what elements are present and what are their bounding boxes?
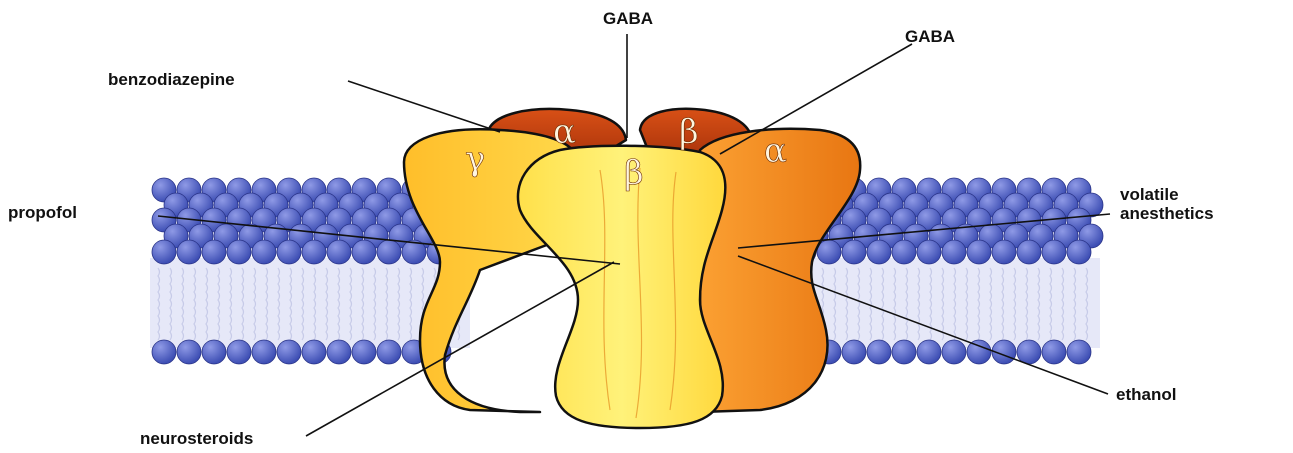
label-anesthetics: anesthetics <box>1120 204 1214 223</box>
label-gaba-right: GABA <box>905 27 955 46</box>
lipid-head <box>917 340 941 364</box>
lipid-head <box>917 240 941 264</box>
lipid-head <box>177 340 201 364</box>
lipid-head <box>227 340 251 364</box>
lipid-head <box>177 240 201 264</box>
beta-back-letter: β <box>679 112 699 152</box>
lipid-head <box>252 240 276 264</box>
label-neurosteroids: neurosteroids <box>140 429 253 448</box>
lipid-head <box>302 340 326 364</box>
beta-front-letter: β <box>624 153 644 193</box>
lipid-head <box>227 240 251 264</box>
lipid-head <box>277 340 301 364</box>
beta-front-subunit <box>518 146 725 428</box>
gamma-letter: γ <box>465 139 485 179</box>
lipid-head <box>1017 240 1041 264</box>
lipid-head <box>152 340 176 364</box>
lipid-head <box>867 240 891 264</box>
label-ethanol: ethanol <box>1116 385 1176 404</box>
lipid-head <box>202 240 226 264</box>
lipid-head <box>892 340 916 364</box>
alpha-left-letter: α <box>553 112 576 152</box>
lipid-head <box>302 240 326 264</box>
lipid-head <box>327 240 351 264</box>
lipid-head <box>842 240 866 264</box>
label-volatile: volatile <box>1120 185 1179 204</box>
label-propofol: propofol <box>8 203 77 222</box>
lipid-head <box>277 240 301 264</box>
lipid-head <box>352 240 376 264</box>
lipid-head <box>867 340 891 364</box>
lipid-head <box>327 340 351 364</box>
lipid-head <box>967 240 991 264</box>
lipid-head <box>1067 240 1091 264</box>
lipid-head <box>202 340 226 364</box>
lipid-head <box>842 340 866 364</box>
lipid-head <box>1042 240 1066 264</box>
lipid-head <box>942 340 966 364</box>
lipid-head <box>352 340 376 364</box>
lipid-head <box>1017 340 1041 364</box>
lipid-head <box>377 240 401 264</box>
lipid-head <box>1042 340 1066 364</box>
alpha-right-letter: α <box>764 131 787 171</box>
lipid-head <box>892 240 916 264</box>
label-benzodiazepine: benzodiazepine <box>108 70 235 89</box>
lipid-head <box>1067 340 1091 364</box>
label-gaba-top: GABA <box>603 9 653 28</box>
lipid-head <box>152 240 176 264</box>
lipid-head <box>942 240 966 264</box>
lipid-head <box>377 340 401 364</box>
lipid-head <box>992 240 1016 264</box>
lipid-head <box>252 340 276 364</box>
benzodiazepine-line <box>348 81 500 132</box>
